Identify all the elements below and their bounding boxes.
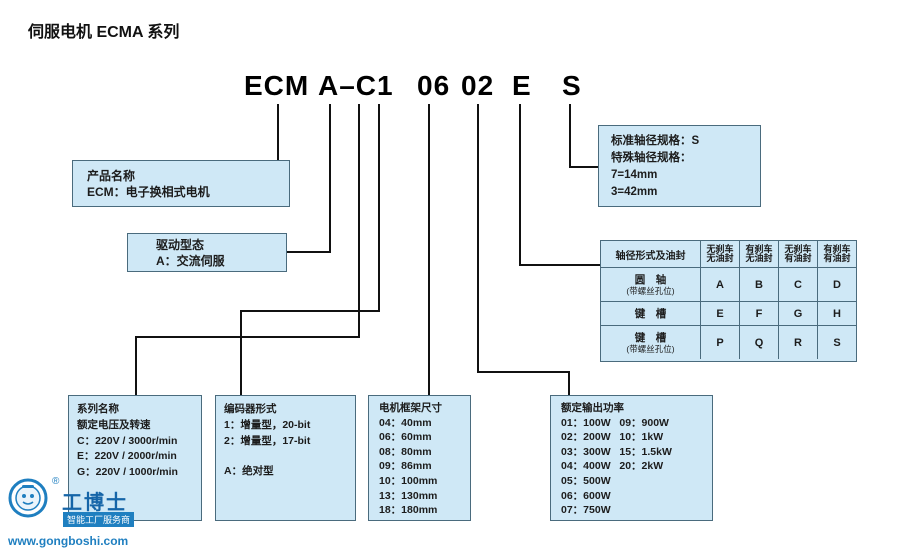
row-label-text: 圆 轴 <box>634 273 667 286</box>
model-code-segment-shaft-spec: S <box>562 70 582 101</box>
table-cell: Q <box>739 325 778 359</box>
encoder-box-line: 2：增量型，17-bit <box>224 434 311 447</box>
power-box-line: 04：400W 20：2kW <box>561 460 664 473</box>
power-box-line: 01：100W 09：900W <box>561 416 669 429</box>
frame-box-line: 13：130mm <box>379 489 438 502</box>
table-corner-header: 轴径形式及油封 <box>615 250 686 262</box>
drive-type-value: A：交流伺服 <box>156 254 225 268</box>
table-cell: D <box>817 267 856 301</box>
product-name-box: 产品名称 ECM：电子换相式电机 <box>72 160 290 207</box>
connector-series-line <box>358 104 360 338</box>
model-code-segment-frame: 06 <box>417 70 451 101</box>
logo-tagline: 智能工厂服务商 <box>63 512 135 527</box>
table-cell: G <box>778 301 817 325</box>
power-box-line: 07：750W <box>561 504 611 517</box>
encoder-box-line: A：绝对型 <box>224 465 274 478</box>
connector-power-line <box>477 371 570 373</box>
registered-trademark-mark: ® <box>52 476 60 487</box>
table-row-label: 圆 轴 (带螺丝孔位) <box>601 267 700 301</box>
table-col-header: 无刹车有油封 <box>778 241 817 267</box>
power-box-line: 06：600W <box>561 489 611 502</box>
power-box-line: 03：300W 15：1.5kW <box>561 445 672 458</box>
frame-box-line: 08：80mm <box>379 445 432 458</box>
shaft-spec-line: 特殊轴径规格： <box>611 152 692 164</box>
connector-drive-line <box>329 104 331 253</box>
series-box-line: C：220V / 3000r/min <box>77 434 178 447</box>
table-col-header: 无刹车无油封 <box>700 241 739 267</box>
table-cell: C <box>778 267 817 301</box>
connector-power-line <box>477 104 479 373</box>
row-label-subtext: (带螺丝孔位) <box>626 285 675 296</box>
series-box-line: G：220V / 1000r/min <box>77 466 178 479</box>
connector-shaft-type-line <box>519 104 521 266</box>
connector-power-line <box>568 371 570 395</box>
model-code-segment-drive-series-encoder: A–C1 <box>318 70 394 101</box>
series-box-line: 额定电压及转速 <box>77 418 151 431</box>
product-name-value: ECM：电子换相式电机 <box>87 185 210 199</box>
row-label-text: 键 槽 <box>634 307 667 320</box>
table-cell: E <box>700 301 739 325</box>
logo-brand-name: 工博士 <box>62 492 128 514</box>
table-col-header: 有刹车有油封 <box>817 241 856 267</box>
series-box-line: E：220V / 2000r/min <box>77 450 177 463</box>
shaft-spec-box: 标准轴径规格：S 特殊轴径规格： 7=14mm 3=42mm <box>598 125 761 207</box>
row-label-subtext: (带螺丝孔位) <box>626 343 675 354</box>
table-cell: S <box>817 325 856 359</box>
power-box-line: 02：200W 10：1kW <box>561 431 664 444</box>
power-box-line: 05：500W <box>561 474 611 487</box>
frame-box-line: 10：100mm <box>379 474 438 487</box>
table-cell: R <box>778 325 817 359</box>
connector-encoder-line <box>240 310 380 312</box>
table-row-label: 键 槽 (带螺丝孔位) <box>601 325 700 359</box>
product-name-title: 产品名称 <box>87 169 136 183</box>
power-box-line: 额定输出功率 <box>561 402 624 414</box>
frame-box-line: 09：86mm <box>379 460 432 473</box>
frame-size-box: 电机框架尺寸 04：40mm 06：60mm 08：80mm 09：86mm 1… <box>368 395 471 521</box>
connector-encoder-line <box>378 104 380 312</box>
table-cell: F <box>739 301 778 325</box>
connector-encoder-line <box>240 310 242 395</box>
connector-shaft-spec-line <box>569 166 598 168</box>
series-voltage-speed-box: 系列名称 额定电压及转速 C：220V / 3000r/min E：220V /… <box>68 395 202 521</box>
frame-box-line: 04：40mm <box>379 416 432 429</box>
connector-series-line <box>135 336 137 395</box>
model-code-segment-ecm: ECM <box>244 70 310 101</box>
table-cell: A <box>700 267 739 301</box>
table-row-label: 键 槽 <box>601 301 700 325</box>
connector-series-line <box>135 336 360 338</box>
gongboshi-mascot-icon <box>8 478 48 523</box>
logo-url: www.gongboshi.com <box>8 534 129 548</box>
row-label-text: 键 槽 <box>634 331 667 344</box>
table-cell: P <box>700 325 739 359</box>
shaft-type-oil-seal-table: 轴径形式及油封 无刹车无油封 有刹车无油封 无刹车有油封 有刹车有油封 圆 轴 … <box>600 240 857 362</box>
shaft-spec-line: 7=14mm <box>611 169 658 181</box>
connector-frame-line <box>428 104 430 395</box>
table-col-header: 有刹车无油封 <box>739 241 778 267</box>
drive-type-box: 驱动型态 A：交流伺服 <box>127 233 287 272</box>
encoder-type-box: 编码器形式 1：增量型，20-bit 2：增量型，17-bit A：绝对型 <box>215 395 356 521</box>
encoder-box-line: 1：增量型，20-bit <box>224 418 311 431</box>
shaft-spec-line: 3=42mm <box>611 186 658 198</box>
connector-shaft-spec-line <box>569 104 571 168</box>
connector-drive-line <box>287 251 331 253</box>
table-cell: H <box>817 301 856 325</box>
shaft-spec-line: 标准轴径规格：S <box>611 135 700 147</box>
rated-power-box: 额定输出功率 01：100W 09：900W 02：200W 10：1kW 03… <box>550 395 713 521</box>
model-code-segment-power: 02 <box>461 70 495 101</box>
frame-box-line: 电机框架尺寸 <box>379 402 442 414</box>
table-cell: B <box>739 267 778 301</box>
series-box-line: 系列名称 <box>77 403 119 415</box>
frame-box-line: 18：180mm <box>379 504 438 517</box>
drive-type-title: 驱动型态 <box>156 238 205 252</box>
connector-product-line <box>277 104 279 160</box>
model-code-segment-shaft-type: E <box>512 70 532 101</box>
frame-box-line: 06：60mm <box>379 431 432 444</box>
connector-shaft-type-line <box>519 264 600 266</box>
encoder-box-line: 编码器形式 <box>224 403 277 415</box>
page-title: 伺服电机 ECMA 系列 <box>28 24 180 41</box>
